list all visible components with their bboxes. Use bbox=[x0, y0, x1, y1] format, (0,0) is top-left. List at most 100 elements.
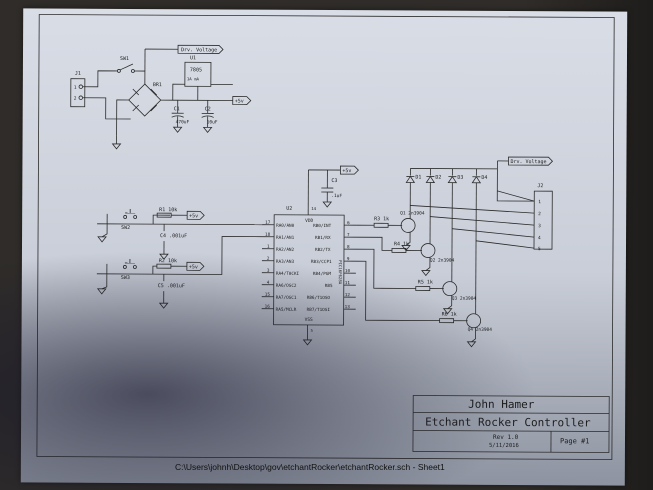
c1-value: 470uF bbox=[176, 119, 190, 125]
u2-pin-r2-num: 7 bbox=[347, 232, 350, 238]
wire-ra1 bbox=[96, 236, 263, 275]
d1-ref: D1 bbox=[415, 174, 421, 180]
diode-d1 bbox=[405, 168, 416, 183]
q1-emitter bbox=[405, 232, 411, 246]
br1-ref: BR1 bbox=[153, 82, 162, 88]
r3-ref: R3 1k bbox=[374, 216, 389, 222]
u2-pin-r3-name: RB2/TX bbox=[315, 247, 331, 253]
r2-ref: R2 10k bbox=[159, 258, 177, 264]
r6-resistor bbox=[439, 318, 455, 324]
diode-d2 bbox=[425, 168, 436, 183]
footer-file-path: C:\Users\johnh\Desktop\gov\etchantRocker… bbox=[175, 462, 445, 472]
c3-value: .1uF bbox=[331, 193, 342, 199]
c2-plate-bottom bbox=[201, 115, 214, 118]
gnd-sw3 bbox=[96, 288, 107, 295]
q4-collector bbox=[475, 182, 477, 314]
wire-sw1-br1 bbox=[133, 70, 146, 85]
j1-ref: J1 bbox=[75, 71, 81, 77]
u2-pin-l2-num: 18 bbox=[265, 232, 271, 238]
u2-pin-l1-name: RA0/AN0 bbox=[276, 223, 295, 229]
sw1-lever bbox=[119, 63, 134, 71]
u2-pin-r8-num: 13 bbox=[345, 304, 351, 310]
j2-ref: J2 bbox=[537, 183, 543, 189]
u2-pin-l5-name: RA4/T0CKI bbox=[276, 271, 300, 277]
u2-pin-r5-num: 10 bbox=[345, 268, 351, 274]
gnd-sw2 bbox=[97, 236, 107, 243]
u2-vss: VSS bbox=[305, 317, 313, 323]
j1-pin2-label: 2 bbox=[74, 96, 77, 102]
wire-sw3-gnd bbox=[101, 273, 108, 290]
u2-pin-r6-name: RB5 bbox=[325, 283, 333, 289]
title-block-page: Page #1 bbox=[559, 437, 590, 446]
title-block-divider-1 bbox=[413, 412, 610, 414]
c2-ref: C2 bbox=[205, 106, 211, 112]
sw1-ref: SW1 bbox=[120, 56, 129, 62]
u2-part: PIC16F628A bbox=[338, 260, 343, 285]
u2-pin-l4-num: 2 bbox=[267, 256, 270, 262]
d2-ref: D2 bbox=[435, 175, 441, 181]
sw3-contact-a bbox=[122, 265, 127, 269]
d4-ref: D4 bbox=[481, 175, 487, 181]
u2-vdd: VDD bbox=[305, 218, 313, 224]
net-5v-vdd bbox=[339, 165, 359, 175]
u1-regulator bbox=[184, 61, 212, 87]
wire-r2-node bbox=[152, 265, 157, 275]
j2-pin3: 3 bbox=[538, 223, 541, 229]
u2-pin-r2-name: RB1/RX bbox=[315, 235, 331, 241]
gnd-c2 bbox=[202, 126, 213, 134]
wire-br1-u1 bbox=[160, 83, 185, 101]
sw2-ref: SW2 bbox=[121, 225, 130, 231]
sw3-ref: SW3 bbox=[121, 275, 130, 281]
u2-pin-l1-num: 17 bbox=[265, 220, 271, 226]
q4-transistor bbox=[466, 313, 482, 329]
diode-d4 bbox=[471, 168, 482, 184]
gnd-c3 bbox=[322, 201, 333, 208]
c3-ref: C3 bbox=[331, 178, 337, 184]
u2-pin-r3-num: 8 bbox=[347, 244, 350, 250]
wire-ra0 bbox=[97, 223, 263, 226]
u2-pin-r7-num: 12 bbox=[345, 292, 351, 298]
u2-pin-r4-num: 9 bbox=[347, 256, 350, 262]
u2-pin-r8-name: RB7/T1OSI bbox=[307, 307, 331, 313]
j2-pin5: 5 bbox=[538, 246, 541, 252]
u2-pin-l8-num: 16 bbox=[265, 304, 271, 310]
c1-ref: C1 bbox=[174, 106, 180, 112]
q3-transistor bbox=[442, 281, 458, 297]
j1-connector bbox=[70, 78, 86, 108]
gnd-c1 bbox=[172, 126, 183, 133]
u2-pin-r7-name: RB6/T1OSO bbox=[307, 295, 331, 301]
u2-pin-l8-name: RA5/MCLR bbox=[276, 307, 297, 313]
wire-r1-node bbox=[152, 214, 158, 225]
gnd-q1 bbox=[401, 245, 411, 252]
u2-pin-l7-num: 15 bbox=[265, 292, 271, 298]
q3-collector bbox=[451, 182, 453, 282]
u2-pin14: 14 bbox=[311, 206, 316, 211]
c1-plate-bottom bbox=[171, 115, 184, 118]
u2-pin-l2-name: RA1/AN1 bbox=[276, 235, 295, 241]
c5-ref: C5 .001uF bbox=[158, 283, 185, 289]
j2-pin4: 4 bbox=[538, 235, 541, 241]
u2-pin-l7-name: RA7/OSC1 bbox=[276, 295, 297, 301]
c4-ref: C4 .001uF bbox=[160, 233, 187, 239]
wire-rb2 bbox=[355, 248, 416, 289]
u1-ref: U1 bbox=[190, 55, 196, 61]
title-block-rev: Rev 1.0 bbox=[492, 433, 519, 442]
net-drv-voltage-top bbox=[177, 44, 224, 54]
q4-ref: Q4 2n3904 bbox=[468, 327, 493, 333]
j1-pin1 bbox=[78, 84, 84, 89]
gnd-vss bbox=[302, 339, 313, 346]
u2-pin5: 5 bbox=[311, 328, 314, 333]
u2-pin-l6-num: 4 bbox=[267, 280, 270, 286]
u2-ref: U2 bbox=[286, 206, 292, 212]
u2-pin-l5-num: 3 bbox=[267, 268, 270, 274]
q2-transistor bbox=[420, 243, 436, 258]
u2-pin-l3-num: 1 bbox=[267, 244, 270, 250]
wire-sw2-gnd bbox=[101, 223, 108, 238]
net-5v-r1 bbox=[186, 210, 205, 220]
u2-pin-r1-name: RB0/INT bbox=[313, 223, 332, 229]
schematic-paper: J1 1 2 SW1 Drv. Voltage BR1 U1 7805 1A m… bbox=[20, 8, 628, 486]
net-5v-top bbox=[232, 96, 252, 105]
q3-ref: Q3 2n3904 bbox=[452, 296, 477, 302]
u2-pin-l6-name: RA6/OSC2 bbox=[276, 283, 297, 289]
j1-pin1-label: 1 bbox=[74, 85, 77, 91]
